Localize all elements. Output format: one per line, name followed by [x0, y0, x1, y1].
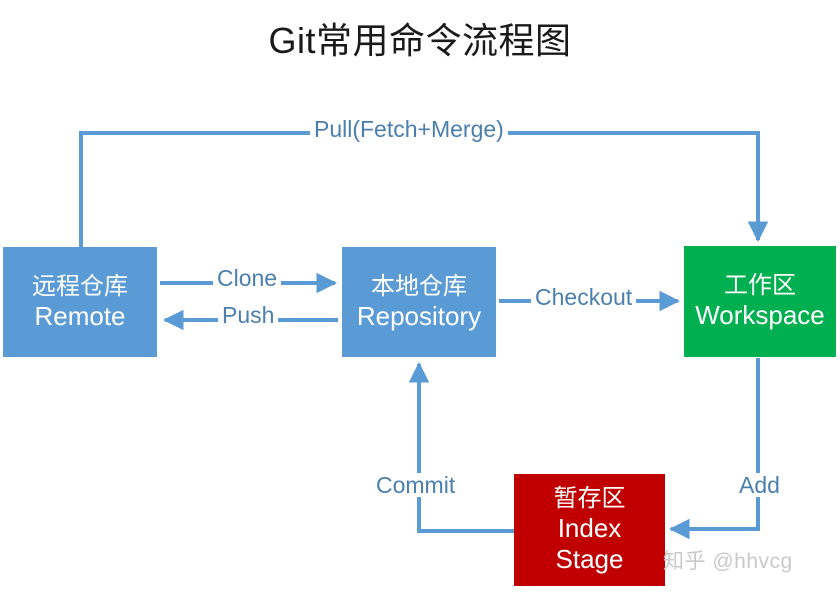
node-index-label-en2: Stage: [555, 544, 624, 575]
edge-label-pull: Pull(Fetch+Merge): [310, 117, 508, 141]
node-repository-label-en: Repository: [356, 300, 482, 331]
node-remote-label-cn: 远程仓库: [32, 272, 128, 300]
edge-pull-path: [79, 131, 769, 247]
node-index-label-en: Index: [557, 513, 622, 544]
node-remote-label-en: Remote: [34, 300, 126, 331]
node-repository[interactable]: 本地仓库 Repository: [342, 247, 496, 357]
node-index[interactable]: 暂存区 Index Stage: [514, 474, 665, 586]
node-index-label-cn: 暂存区: [553, 485, 626, 513]
edge-commit-path: [408, 361, 514, 533]
edge-label-push: Push: [218, 303, 279, 327]
node-workspace-label-en: Workspace: [695, 300, 825, 331]
edge-label-clone: Clone: [213, 266, 282, 290]
edge-label-commit: Commit: [372, 473, 460, 497]
node-repository-label-cn: 本地仓库: [371, 272, 467, 300]
edge-label-checkout: Checkout: [531, 285, 637, 309]
node-workspace[interactable]: 工作区 Workspace: [684, 246, 836, 357]
node-remote[interactable]: 远程仓库 Remote: [3, 247, 157, 357]
page-title: Git常用命令流程图: [268, 20, 572, 61]
edge-label-add: Add: [735, 473, 784, 497]
node-workspace-label-cn: 工作区: [724, 272, 796, 299]
watermark: 知乎 @hhvcg: [663, 550, 793, 573]
edge-add-path: [668, 358, 760, 540]
